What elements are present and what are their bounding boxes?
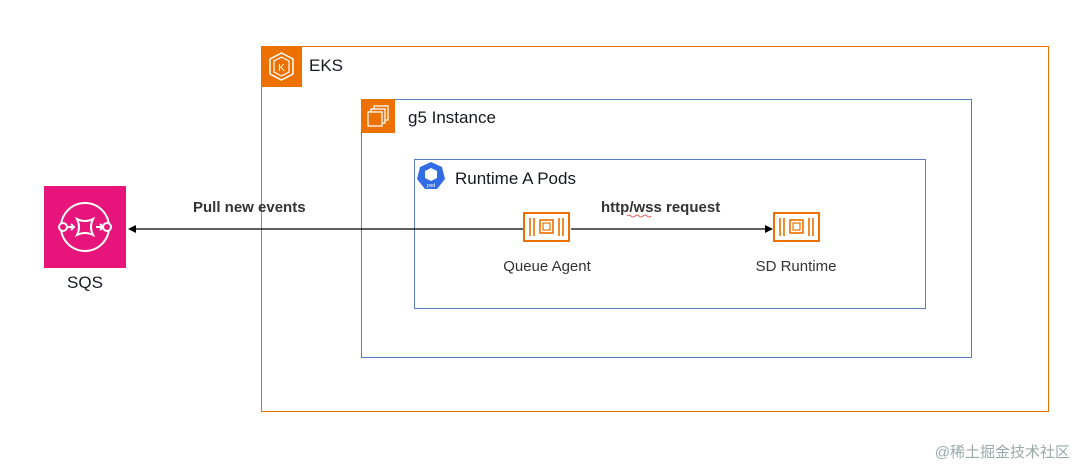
watermark: @稀土掘金技术社区 [934,444,1070,461]
queue-agent-label: Queue Agent [503,258,591,275]
spellcheck-underline [626,214,652,218]
sd-runtime-label: SD Runtime [755,258,837,275]
k8s-pod-icon: pod [416,161,446,191]
request-arrowhead [765,225,773,233]
ec2-instances-icon [361,99,395,133]
pods-label: Runtime A Pods [455,169,576,188]
sqs-label: SQS [67,273,103,292]
runtime-pods-group [414,159,926,309]
queue-agent-container-icon[interactable] [523,212,570,242]
sqs-icon[interactable] [44,186,126,268]
sd-runtime-container-icon[interactable] [773,212,820,242]
eks-label: EKS [309,56,344,75]
request-label: http/wss request [601,199,721,216]
g5-label: g5 Instance [408,108,496,127]
svg-text:K: K [278,63,285,74]
pull-events-label: Pull new events [193,199,306,216]
eks-icon: K [261,46,302,87]
svg-text:pod: pod [427,183,436,189]
pull-arrowhead [128,225,136,233]
